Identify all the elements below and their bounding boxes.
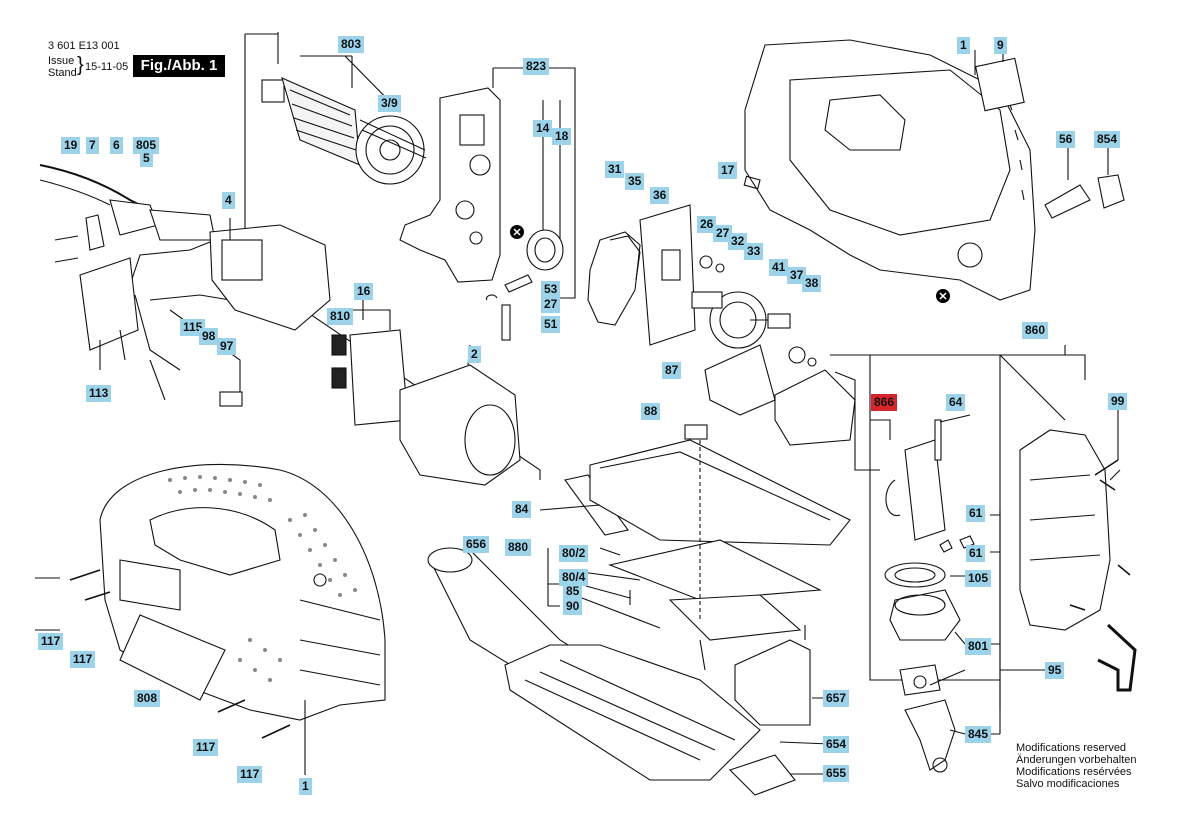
part-label-80-2: 80/2 [559,545,589,562]
part-label-866-highlighted: 866 [871,394,898,411]
part-label-41: 41 [769,259,789,276]
header-brace: } [77,54,84,76]
part-label-27a: 27 [541,296,561,313]
armature-part [261,77,427,185]
handle-housing-part [99,463,386,721]
part-label-5: 5 [140,150,153,167]
note-line-de: Änderungen vorbehalten [1016,754,1137,766]
part-label-854: 854 [1094,131,1121,148]
part-label-845: 845 [965,726,992,743]
part-label-98: 98 [199,328,219,345]
part-label-85: 85 [563,583,583,600]
part-label-33: 33 [744,243,764,260]
part-label-95: 95 [1045,662,1065,679]
x-callouts [510,225,950,303]
part-label-61a: 61 [966,505,986,522]
part-label-97: 97 [217,338,237,355]
part-label-61b: 61 [966,545,986,562]
part-label-656: 656 [463,536,490,553]
part-label-117-b: 117 [70,651,96,668]
figure-label: Fig./Abb. 1 [133,55,225,77]
part-label-808: 808 [134,690,161,707]
part-label-38: 38 [802,275,822,292]
part-label-37: 37 [787,267,807,284]
part-label-805: 805 [133,137,160,154]
part-label-32: 32 [728,233,748,250]
stand-label: Stand [48,67,77,79]
part-label-654: 654 [823,736,850,753]
part-label-823: 823 [523,58,550,75]
part-label-7: 7 [86,137,99,154]
part-label-53: 53 [541,281,561,298]
part-label-19: 19 [61,137,81,154]
gear-housing-part [399,87,501,283]
issue-label: Issue [48,55,75,67]
part-label-9: 9 [994,37,1007,54]
part-label-117-a: 117 [38,633,64,650]
part-label-27b: 27 [713,225,733,242]
part-label-6: 6 [110,137,123,154]
part-label-87: 87 [662,362,682,379]
part-label-860: 860 [1022,322,1049,339]
part-label-117-c: 117 [193,739,219,756]
part-label-803: 803 [338,36,365,53]
part-label-18: 18 [552,128,572,145]
part-label-880: 880 [505,539,532,556]
part-label-3-9: 3/9 [378,95,401,112]
part-label-655: 655 [823,765,850,782]
note-line-fr: Modifications resérvées [1016,766,1132,778]
part-label-117-d: 117 [237,766,263,783]
part-label-64: 64 [946,394,966,411]
part-label-113: 113 [86,385,112,402]
part-label-56: 56 [1056,131,1076,148]
part-label-26: 26 [697,216,717,233]
part-label-35: 35 [625,173,645,190]
part-label-105: 105 [965,570,992,587]
part-label-99: 99 [1108,393,1128,410]
part-label-36: 36 [650,187,670,204]
part-label-80-4: 80/4 [559,569,589,586]
part-label-801: 801 [965,638,992,655]
part-label-84: 84 [512,501,532,518]
part-label-16: 16 [354,283,374,300]
part-label-51: 51 [541,316,561,333]
part-label-14: 14 [533,120,553,137]
note-line-es: Salvo modificaciones [1016,778,1120,790]
document-number: 3 601 E13 001 [48,40,120,52]
part-label-810: 810 [327,308,354,325]
part-label-1-bottom: 1 [299,778,312,795]
part-label-115: 115 [180,319,206,336]
motor-housing-part [744,39,1036,301]
part-label-2: 2 [468,346,481,363]
part-label-31: 31 [605,161,625,178]
issue-date: 15-11-05 [85,61,129,73]
part-label-88: 88 [641,403,661,420]
part-label-17: 17 [718,162,738,179]
part-label-1-top: 1 [957,37,970,54]
modifications-note: Modifications reserved Änderungen vorbeh… [1016,742,1136,790]
part-label-657: 657 [823,690,850,707]
vent-dots [168,475,357,682]
part-label-90: 90 [563,598,583,615]
note-line-en: Modifications reserved [1016,742,1127,754]
part-label-4: 4 [222,192,235,209]
